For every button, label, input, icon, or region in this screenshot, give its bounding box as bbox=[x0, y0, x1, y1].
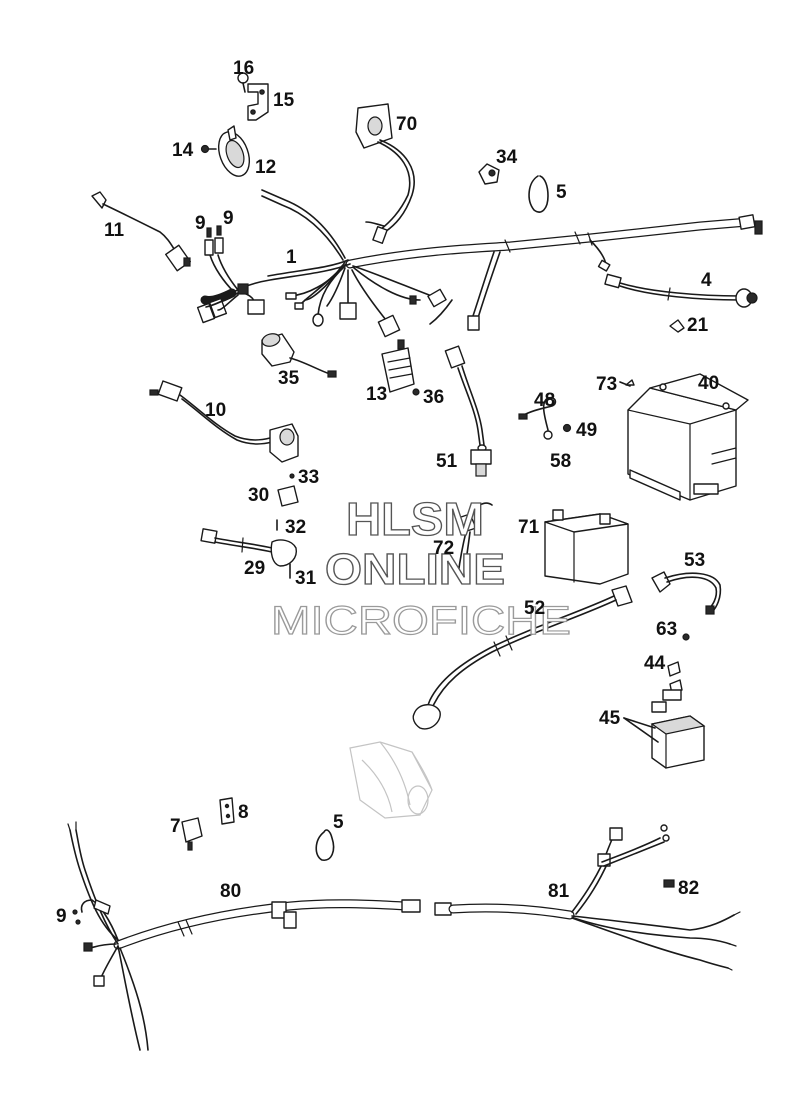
callout-71: 71 bbox=[518, 517, 540, 538]
callout-9b: 9 bbox=[223, 208, 234, 229]
callout-11: 11 bbox=[104, 220, 125, 241]
callout-10: 10 bbox=[205, 400, 226, 421]
connector-72 bbox=[457, 502, 493, 576]
callout-5a: 5 bbox=[556, 182, 567, 203]
callout-73: 73 bbox=[596, 374, 617, 395]
callout-9c: 9 bbox=[56, 906, 67, 927]
callout-16: 16 bbox=[233, 58, 254, 79]
starter-motor-ghost bbox=[349, 741, 433, 819]
callout-45: 45 bbox=[599, 708, 621, 729]
callout-82: 82 bbox=[678, 878, 699, 899]
watermark-line-1: HLSM bbox=[346, 493, 484, 545]
battery-71 bbox=[544, 509, 629, 585]
callout-12: 12 bbox=[255, 157, 276, 178]
callout-14: 14 bbox=[172, 140, 194, 161]
lower-harness-80 bbox=[67, 821, 421, 1051]
callout-81: 81 bbox=[548, 881, 570, 902]
callout-51: 51 bbox=[436, 451, 458, 472]
callout-1: 1 bbox=[286, 247, 297, 268]
watermark-line-2: ONLINE bbox=[325, 545, 505, 594]
cable-48 bbox=[518, 396, 572, 440]
harness-81 bbox=[434, 824, 741, 971]
callout-21: 21 bbox=[687, 315, 709, 336]
callout-33: 33 bbox=[298, 467, 319, 488]
callout-48: 48 bbox=[534, 390, 555, 411]
callout-8: 8 bbox=[238, 802, 249, 823]
callout-63: 63 bbox=[656, 619, 677, 640]
sensor-cable-11 bbox=[91, 191, 191, 272]
callout-34: 34 bbox=[496, 147, 518, 168]
callout-58: 58 bbox=[550, 451, 571, 472]
sensor-70 bbox=[355, 103, 415, 244]
switch-cable-10 bbox=[149, 380, 299, 463]
callout-52: 52 bbox=[524, 598, 545, 619]
relay-7-bracket-8 bbox=[181, 797, 335, 861]
callout-49: 49 bbox=[576, 420, 597, 441]
callout-40: 40 bbox=[698, 373, 719, 394]
callout-9a: 9 bbox=[195, 213, 206, 234]
callout-13: 13 bbox=[366, 384, 387, 405]
watermark-line-3: MICROFICHE bbox=[271, 599, 571, 643]
callout-35: 35 bbox=[278, 368, 300, 389]
starter-cable-52 bbox=[412, 585, 633, 730]
callout-72: 72 bbox=[433, 538, 454, 559]
watermark: HLSM ONLINE MICROFICHE bbox=[270, 492, 571, 643]
switch-51 bbox=[444, 345, 492, 477]
callout-5b: 5 bbox=[333, 812, 344, 833]
callout-36: 36 bbox=[423, 387, 444, 408]
callout-80: 80 bbox=[220, 881, 241, 902]
callout-29: 29 bbox=[244, 558, 265, 579]
callout-labels: 16 15 70 14 12 34 5 11 9 9 1 4 21 35 13 … bbox=[56, 58, 719, 927]
cable-4 bbox=[604, 273, 758, 333]
callout-15: 15 bbox=[273, 90, 295, 111]
horn-assembly bbox=[200, 72, 269, 177]
callout-31: 31 bbox=[295, 568, 317, 589]
switch-assembly-29 bbox=[200, 473, 299, 579]
callout-70: 70 bbox=[396, 114, 417, 135]
callout-7: 7 bbox=[170, 816, 181, 837]
cap-34-and-clip-5 bbox=[478, 163, 549, 213]
callout-4: 4 bbox=[701, 270, 712, 291]
relay-35 bbox=[261, 333, 337, 378]
battery-box-40 bbox=[619, 373, 749, 501]
callout-53: 53 bbox=[684, 550, 705, 571]
battery-cable-53 bbox=[651, 571, 722, 615]
main-wiring-harness bbox=[196, 189, 763, 338]
callout-44: 44 bbox=[644, 653, 666, 674]
callout-32: 32 bbox=[285, 517, 306, 538]
regulator-13 bbox=[381, 339, 420, 396]
callout-30: 30 bbox=[248, 485, 269, 506]
starter-relay-45 bbox=[623, 633, 706, 769]
